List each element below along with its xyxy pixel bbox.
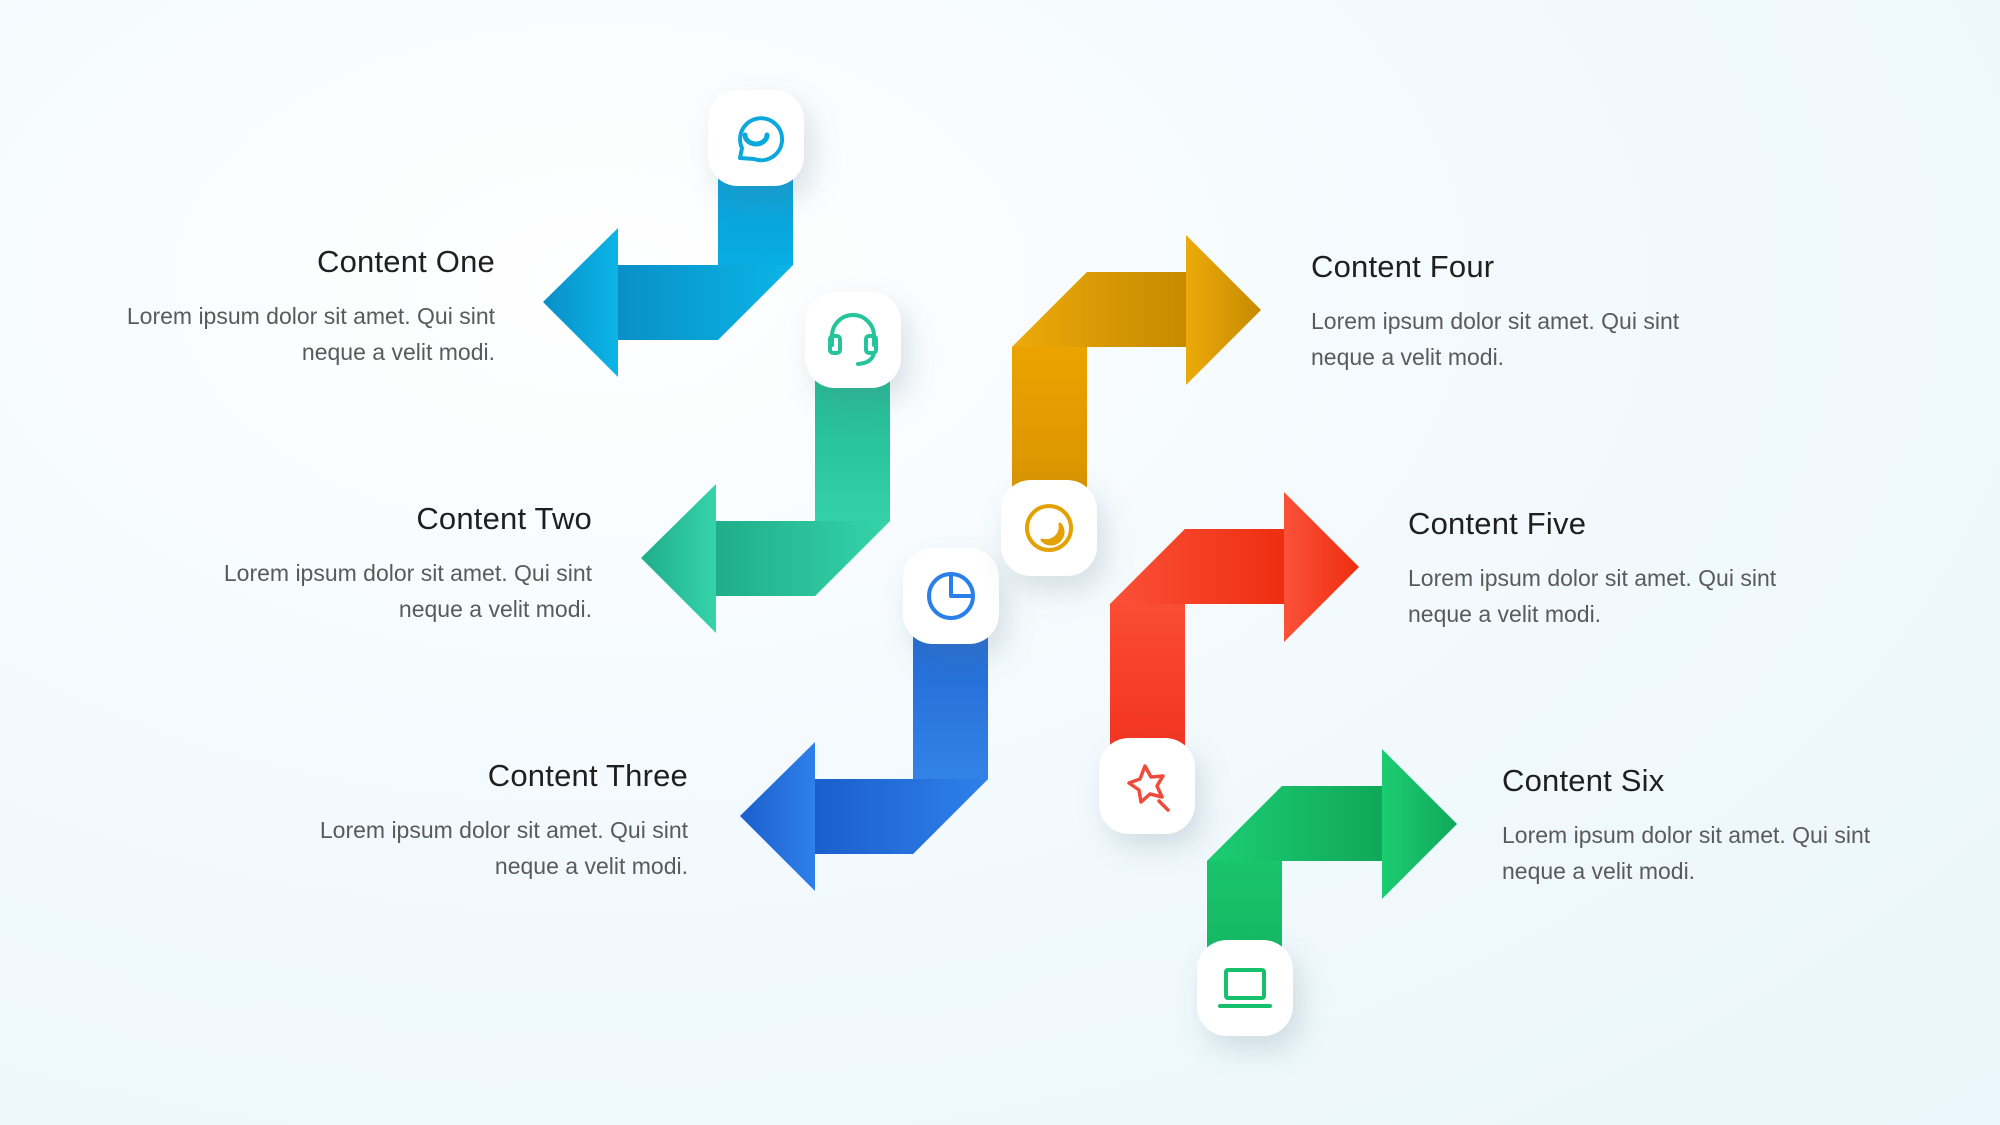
content-one-description: Lorem ipsum dolor sit amet. Qui sint neq… (126, 303, 495, 365)
content-six-title: Content Six (1502, 763, 1665, 798)
content-two-description: Lorem ipsum dolor sit amet. Qui sint neq… (223, 560, 592, 622)
content-six-description: Lorem ipsum dolor sit amet. Qui sint neq… (1502, 822, 1871, 884)
icon-tile-four (1001, 480, 1097, 576)
content-one-title: Content One (317, 244, 495, 279)
headset-icon (828, 313, 878, 366)
content-three-title: Content Three (487, 758, 688, 793)
arrow-content-five (1110, 492, 1359, 755)
content-five-title: Content Five (1408, 506, 1587, 541)
magic-star-icon (1127, 764, 1170, 812)
arrow-content-one (543, 170, 793, 377)
arrow-content-four (1012, 235, 1261, 490)
pie-chart-icon (927, 572, 975, 620)
content-three-description: Lorem ipsum dolor sit amet. Qui sint neq… (319, 817, 688, 879)
chat-smile-icon (738, 116, 785, 163)
laptop-icon (1218, 968, 1272, 1008)
content-two-title: Content Two (416, 501, 592, 536)
arrow-content-two (641, 372, 890, 633)
content-four-title: Content Four (1311, 249, 1495, 284)
moon-icon (1025, 504, 1073, 552)
icon-tile-five (1099, 738, 1195, 834)
icon-tile-six (1197, 940, 1293, 1036)
icon-tile-two (805, 292, 901, 388)
content-five-description: Lorem ipsum dolor sit amet. Qui sint neq… (1408, 565, 1777, 627)
arrow-content-three (740, 630, 988, 891)
arrow-content-six (1207, 749, 1457, 955)
icon-tile-one (708, 90, 804, 186)
content-four-description: Lorem ipsum dolor sit amet. Qui sint neq… (1311, 308, 1680, 370)
